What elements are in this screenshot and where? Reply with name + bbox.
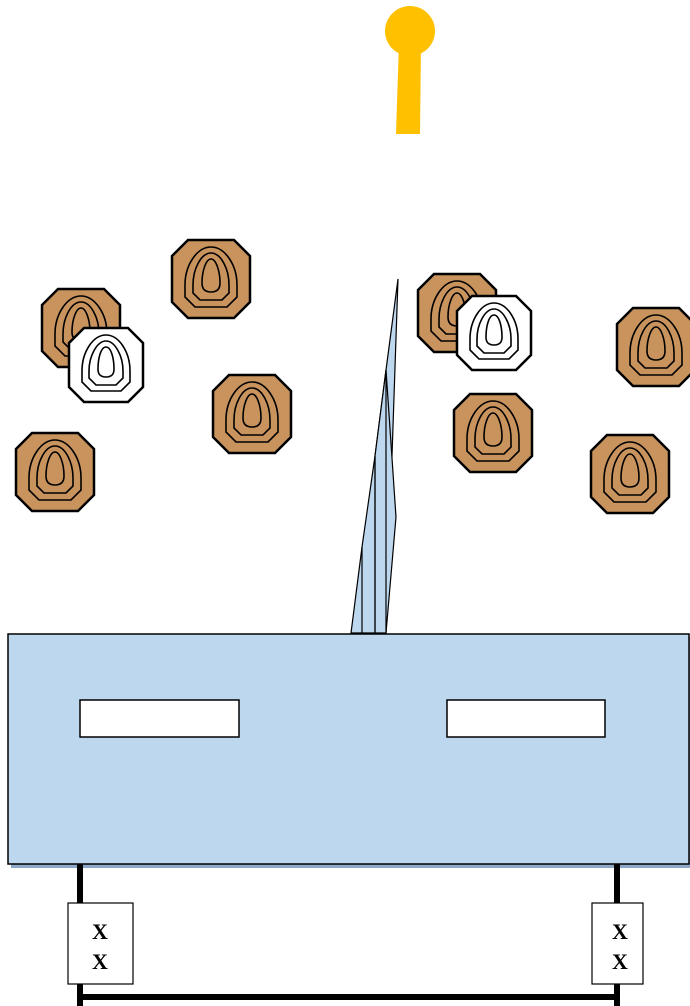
tan-target-icon [14,431,96,513]
tan-target-icon [452,392,534,474]
right-box-label-2: X [612,949,628,974]
right-start-box: X X [591,902,644,985]
left-box-label-1: X [92,919,108,944]
yellow-pin-icon [385,6,435,134]
white-target-icon [67,326,145,404]
fault-lines [77,864,620,1006]
tan-target-icon [170,238,252,320]
left-start-box: X X [67,902,134,985]
left-box-label-2: X [92,949,108,974]
tan-target-icon [589,433,671,515]
right-window-port [446,699,606,738]
tan-target-icon [615,306,690,388]
main-barrier [7,633,690,868]
white-target-icon [455,294,533,372]
right-box-label-1: X [612,919,628,944]
tan-target-icon [211,373,293,455]
left-window-port [79,699,240,738]
angled-barrier-wall [350,278,399,634]
